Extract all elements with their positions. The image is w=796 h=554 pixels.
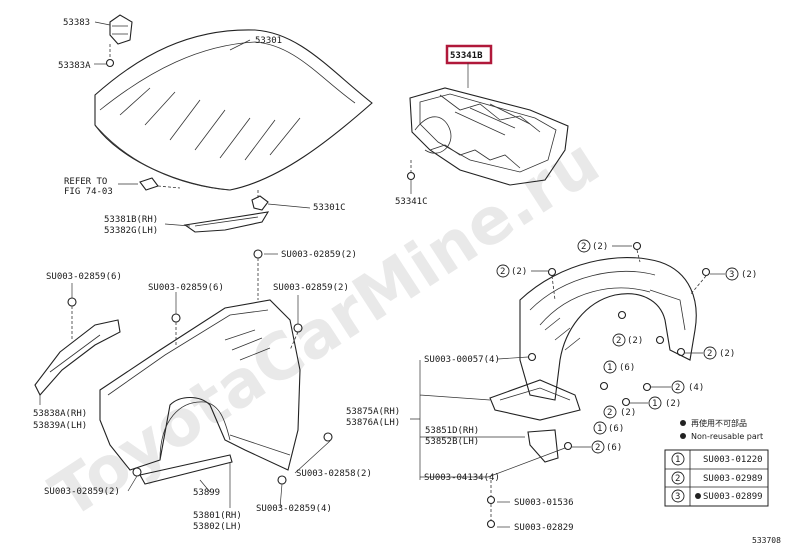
label-53851D: 53851D(RH): [425, 426, 479, 436]
label-su003-04134-4: SU003-04134(4): [424, 473, 500, 483]
part-labels: 53383 53383A 53301 REFER TO FIG 74-03 53…: [33, 18, 781, 545]
legend-row-2: 2 SU003-02989: [671, 471, 763, 485]
label-53802: 53802(LH): [193, 522, 242, 532]
callout-3: 2 (2): [612, 333, 643, 347]
svg-text:(2): (2): [665, 399, 681, 409]
svg-text:1: 1: [675, 455, 680, 465]
label-su003-02859-2-top: SU003-02859(2): [281, 250, 357, 260]
hood-assembly: [94, 14, 373, 233]
callout-9: 1 (6): [593, 421, 624, 435]
svg-text:(2): (2): [741, 270, 757, 280]
svg-text:2: 2: [595, 443, 600, 453]
label-53381B: 53381B(RH): [104, 215, 158, 225]
svg-text:2: 2: [616, 336, 621, 346]
label-53383: 53383: [63, 18, 90, 28]
callout-4: 2 (2): [685, 346, 735, 360]
svg-text:SU003-01220: SU003-01220: [703, 455, 763, 465]
label-53341C: 53341C: [395, 197, 428, 207]
callout-8: 1 (6): [603, 360, 635, 374]
svg-text:(2): (2): [620, 408, 636, 418]
svg-text:2: 2: [675, 474, 680, 484]
svg-text:(2): (2): [592, 242, 608, 252]
legend-row-1: 1 SU003-01220: [671, 452, 763, 466]
diagram-id: 533708: [752, 536, 781, 545]
legend-table: 1 SU003-01220 2 SU003-02989 3 SU003-0289…: [664, 449, 769, 507]
fender-assembly: [34, 249, 333, 485]
svg-text:2: 2: [607, 408, 612, 418]
svg-text:(4): (4): [688, 383, 704, 393]
label-53875A: 53875A(RH): [346, 407, 400, 417]
label-53839A: 53839A(LH): [33, 421, 87, 431]
label-su003-02859-2-bot: SU003-02859(2): [44, 487, 120, 497]
label-53838A: 53838A(RH): [33, 409, 87, 419]
label-su003-02858-2: SU003-02858(2): [296, 469, 372, 479]
note-reuse: 再使用不可部品: [691, 418, 747, 428]
label-su003-02859-6-left: SU003-02859(6): [46, 272, 122, 282]
callout-6: 1 (2): [630, 396, 681, 410]
callout-2: 3 (2): [710, 267, 757, 281]
callout-10: 2 (6): [572, 440, 622, 454]
label-53341B: 53341B: [450, 51, 483, 61]
svg-text:3: 3: [729, 270, 734, 280]
leader-lines: [39, 21, 566, 528]
label-53801: 53801(RH): [193, 511, 242, 521]
label-su003-00057-4: SU003-00057(4): [424, 355, 500, 365]
label-su003-02859-4: SU003-02859(4): [256, 504, 332, 514]
legend-row-3: 3 SU003-02899: [671, 489, 763, 503]
label-su003-02859-2-right: SU003-02859(2): [273, 283, 349, 293]
label-53852B: 53852B(LH): [425, 437, 479, 447]
note-non-reusable: Non-reusable part: [691, 432, 763, 441]
callout-7: 2 (2): [603, 405, 636, 419]
label-refer-fig: FIG 74-03: [64, 187, 113, 197]
engine-under-cover: [406, 87, 569, 186]
svg-text:(2): (2): [719, 349, 735, 359]
notes: 再使用不可部品 Non-reusable part: [680, 418, 763, 441]
svg-text:2: 2: [675, 383, 680, 393]
svg-text:1: 1: [597, 424, 602, 434]
label-53301C: 53301C: [313, 203, 346, 213]
highlight-box: [445, 44, 493, 65]
callout-1: 2 (2): [496, 264, 548, 278]
svg-text:2: 2: [581, 242, 586, 252]
svg-text:1: 1: [607, 363, 612, 373]
label-su003-02859-6-mid: SU003-02859(6): [148, 283, 224, 293]
svg-text:1: 1: [652, 399, 657, 409]
svg-text:3: 3: [675, 492, 680, 502]
svg-text:(6): (6): [608, 424, 624, 434]
svg-text:(2): (2): [627, 336, 643, 346]
label-53382G: 53382G(LH): [104, 226, 158, 236]
callout-0: 2 (2): [577, 239, 632, 253]
label-53876A: 53876A(LH): [346, 418, 400, 428]
svg-text:(6): (6): [606, 443, 622, 453]
svg-text:SU003-02989: SU003-02989: [703, 474, 763, 484]
svg-text:SU003-02899: SU003-02899: [703, 492, 763, 502]
svg-text:2: 2: [500, 267, 505, 277]
label-53899: 53899: [193, 488, 220, 498]
callout-5: 2 (4): [651, 380, 704, 394]
svg-text:(2): (2): [511, 267, 527, 277]
fender-liner-assembly: [486, 241, 711, 529]
label-53301: 53301: [255, 36, 282, 46]
label-53383A: 53383A: [58, 61, 91, 71]
svg-text:2: 2: [707, 349, 712, 359]
svg-text:(6): (6): [619, 363, 635, 373]
callouts: 2 (2) 2 (2) 3 (2) 2 (2) 2 (2): [496, 239, 757, 454]
label-refer-to: REFER TO: [64, 177, 107, 187]
label-su003-01536: SU003-01536: [514, 498, 574, 508]
label-su003-02829: SU003-02829: [514, 523, 574, 533]
